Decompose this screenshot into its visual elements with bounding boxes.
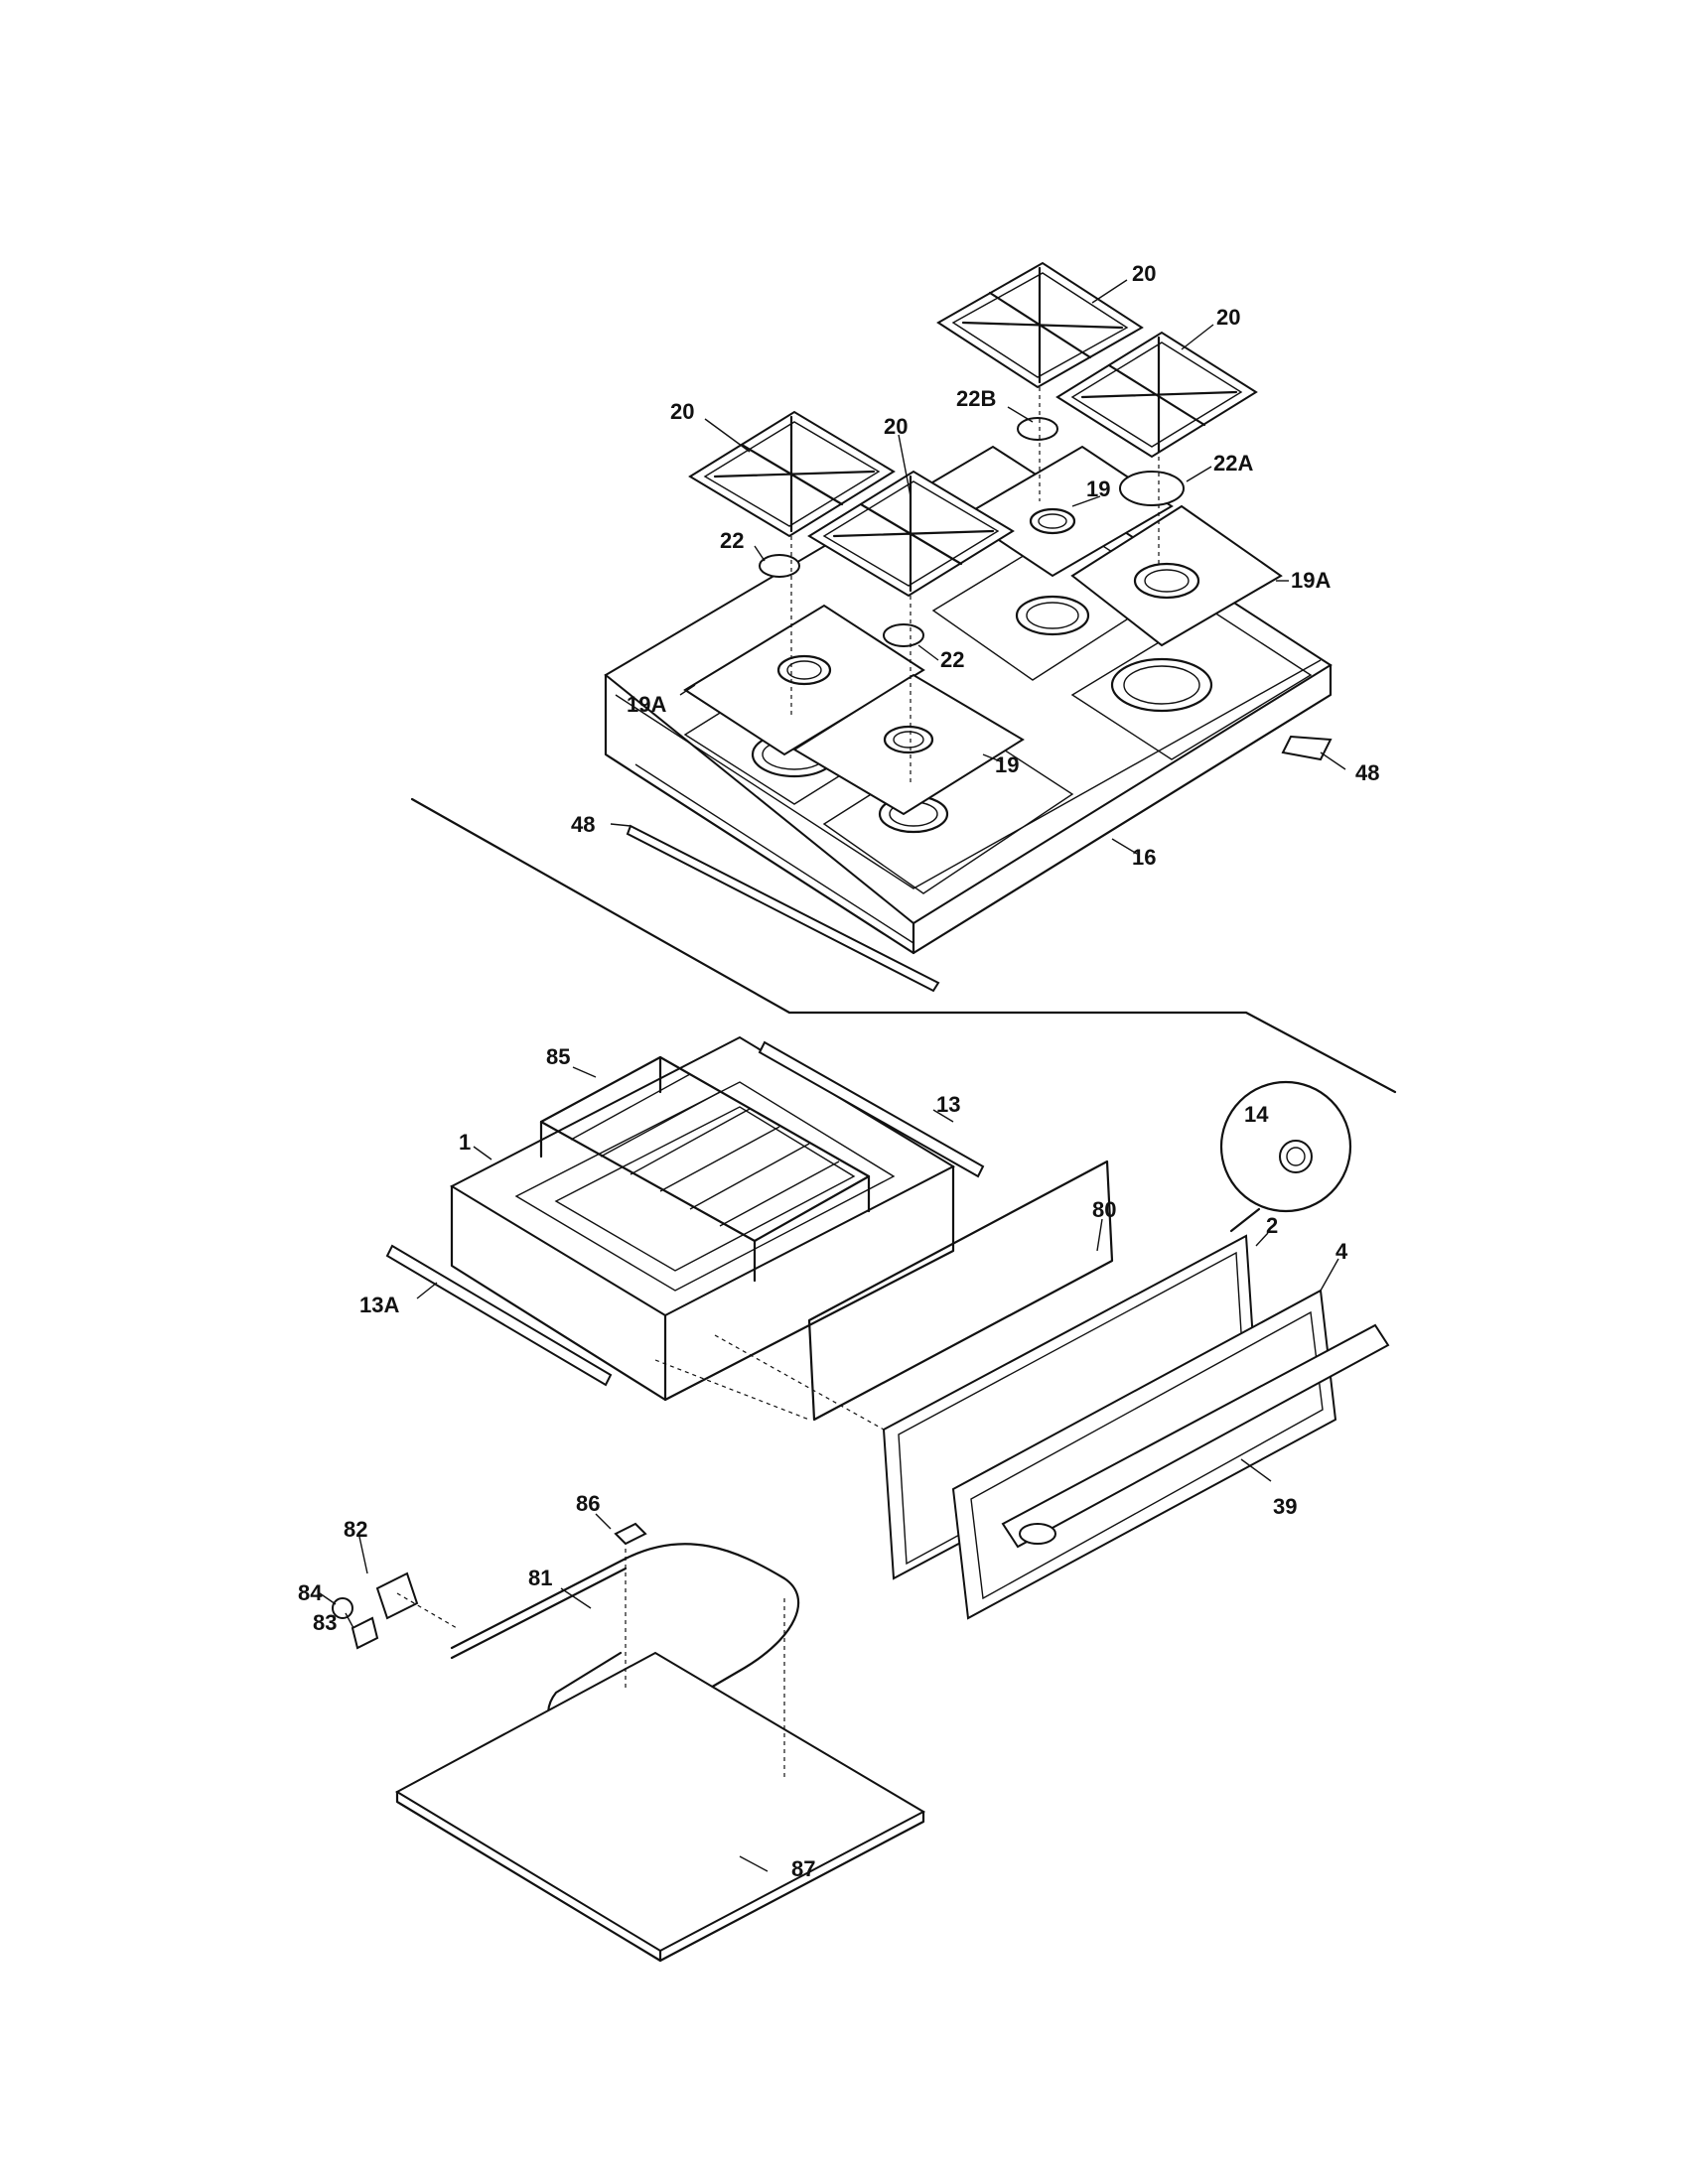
burner-plate-19-left [792, 673, 1025, 816]
callout-85: 85 [546, 1044, 570, 1069]
sensor-84 [332, 1597, 353, 1619]
burner-caps [759, 417, 1185, 647]
bottom-assembly-lines [396, 1549, 785, 1777]
callout-4: 4 [1335, 1239, 1348, 1264]
callout-20-top: 20 [1132, 261, 1156, 286]
side-rail-13 [758, 1040, 985, 1178]
drawer-gasket-80 [807, 1160, 1114, 1422]
callout-labels: 20 20 20 20 22B 19 22A 22 22 19A 19A 19 … [298, 261, 1379, 1881]
callout-81: 81 [528, 1566, 552, 1590]
callout-13: 13 [936, 1092, 960, 1117]
burner-plate-19a-right [1070, 504, 1283, 647]
bracket-86 [614, 1522, 647, 1546]
callout-1: 1 [459, 1130, 471, 1155]
drawer-assembly-lines [654, 1334, 885, 1431]
callout-22-center: 22 [940, 647, 964, 672]
callout-83: 83 [313, 1610, 337, 1635]
callout-39: 39 [1273, 1494, 1297, 1519]
callout-2: 2 [1266, 1213, 1278, 1238]
mount-83 [351, 1616, 379, 1650]
knob-detail-14 [1219, 1080, 1352, 1233]
side-rail-13a [385, 1244, 613, 1387]
drawer-handle-39 [1001, 1323, 1390, 1549]
callout-82: 82 [344, 1517, 367, 1542]
callout-19-left: 19 [995, 752, 1019, 777]
section-divider [410, 797, 1397, 1094]
callout-80: 80 [1092, 1197, 1116, 1222]
burner-cap-22-left [759, 554, 800, 578]
callout-48-left: 48 [571, 812, 595, 837]
trim-strip-48-left [626, 824, 940, 993]
trim-strip-48-right [1281, 735, 1333, 761]
burner-cap-22-center [883, 623, 924, 647]
callout-19a-right: 19A [1291, 568, 1331, 593]
cooktop-assembly-lines [790, 268, 1160, 784]
callout-19a-left: 19A [627, 692, 666, 717]
grate-20-right-lower [1055, 331, 1258, 459]
callout-87: 87 [791, 1856, 815, 1881]
bottom-panel-87 [394, 1651, 926, 1963]
oven-liner-1 [449, 1035, 956, 1402]
callout-20-right: 20 [1216, 305, 1240, 330]
callout-20-center: 20 [884, 414, 908, 439]
callout-84: 84 [298, 1580, 323, 1605]
burner-cap-22b [1017, 417, 1058, 441]
burner-plate-19-right [961, 445, 1174, 578]
callout-48-right: 48 [1355, 760, 1379, 785]
callout-22b: 22B [956, 386, 996, 411]
callout-20-left: 20 [670, 399, 694, 424]
thermostat-82 [375, 1571, 419, 1620]
burner-plate-19a-left [683, 604, 925, 756]
callout-13a: 13A [359, 1293, 399, 1317]
leader-lines [319, 279, 1346, 1872]
callout-22a: 22A [1213, 451, 1253, 476]
callout-19-right: 19 [1086, 477, 1110, 501]
oven-rack-85 [539, 1055, 871, 1283]
callout-16: 16 [1132, 845, 1156, 870]
callout-86: 86 [576, 1491, 600, 1516]
burner-cap-22a [1119, 471, 1185, 506]
callout-22-left: 22 [720, 528, 744, 553]
callout-14: 14 [1244, 1102, 1269, 1127]
